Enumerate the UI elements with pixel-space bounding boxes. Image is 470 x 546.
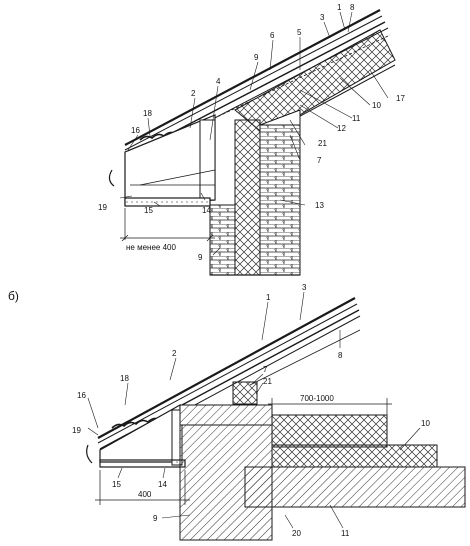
- callout-b-15: 15: [112, 480, 121, 489]
- leaders-a: [119, 11, 389, 256]
- callout-b-14: 14: [158, 480, 167, 489]
- callout-15: 15: [144, 206, 153, 215]
- callout-3: 3: [320, 13, 325, 22]
- callout-b-2: 2: [172, 349, 177, 358]
- callout-16: 16: [131, 126, 140, 135]
- callout-12: 12: [337, 124, 346, 133]
- eave-box-b: [86, 403, 186, 468]
- callout-b-21: 21: [263, 377, 272, 386]
- callout-13: 13: [315, 201, 324, 210]
- callout-9: 9: [254, 53, 259, 62]
- callout-b-19: 19: [72, 426, 81, 435]
- callouts-a: 1 8 3 6 5 9 4 2 18 16 17 10 11 12 21 7 1…: [98, 3, 405, 262]
- detail-a: не менее 400 1 8 3 6 5 9 4 2 18 16 17 10…: [98, 3, 405, 276]
- callout-17: 17: [396, 94, 405, 103]
- callouts-b: 1 3 8 2 18 7 21 16 19 10 15 14 9 20 11: [72, 283, 430, 538]
- dimensions-b: [95, 398, 392, 505]
- callout-21: 21: [318, 139, 327, 148]
- callout-b-18: 18: [120, 374, 129, 383]
- dimension-label-a: не менее 400: [126, 243, 176, 252]
- callout-2: 2: [191, 89, 196, 98]
- callout-14: 14: [202, 206, 211, 215]
- callout-7: 7: [317, 156, 322, 165]
- callout-b-20: 20: [292, 529, 301, 538]
- subfigure-label-b: б): [8, 289, 19, 303]
- callout-19: 19: [98, 203, 107, 212]
- callout-b-16: 16: [77, 391, 86, 400]
- roof-slope-b: [97, 297, 361, 456]
- wall-a: [209, 109, 301, 276]
- callout-1: 1: [337, 3, 342, 12]
- callout-b-1: 1: [266, 293, 271, 302]
- dimension-label-insulation-b: 700-1000: [300, 394, 334, 403]
- callout-9-lower: 9: [198, 253, 203, 262]
- callout-b-3: 3: [302, 283, 307, 292]
- insulation-slope-a: [234, 29, 396, 136]
- callout-b-9: 9: [153, 514, 158, 523]
- leaders-b: [87, 291, 421, 529]
- dimension-label-eave-b: 400: [138, 490, 152, 499]
- callout-6: 6: [270, 31, 275, 40]
- eave-box-a: [108, 114, 216, 207]
- callout-5: 5: [297, 28, 302, 37]
- dimension-a: [120, 208, 215, 245]
- callout-11: 11: [352, 114, 361, 123]
- callout-b-8: 8: [338, 351, 343, 360]
- callout-8: 8: [350, 3, 355, 12]
- detail-b: 400 700-1000 1 3 8 2 18 7 21 16 19 10 15…: [72, 283, 466, 541]
- wall-b: [179, 381, 466, 541]
- callout-4: 4: [216, 77, 221, 86]
- callout-b-7: 7: [263, 365, 268, 374]
- callout-10: 10: [372, 101, 381, 110]
- callout-b-10: 10: [421, 419, 430, 428]
- callout-18: 18: [143, 109, 152, 118]
- callout-b-11: 11: [341, 529, 350, 538]
